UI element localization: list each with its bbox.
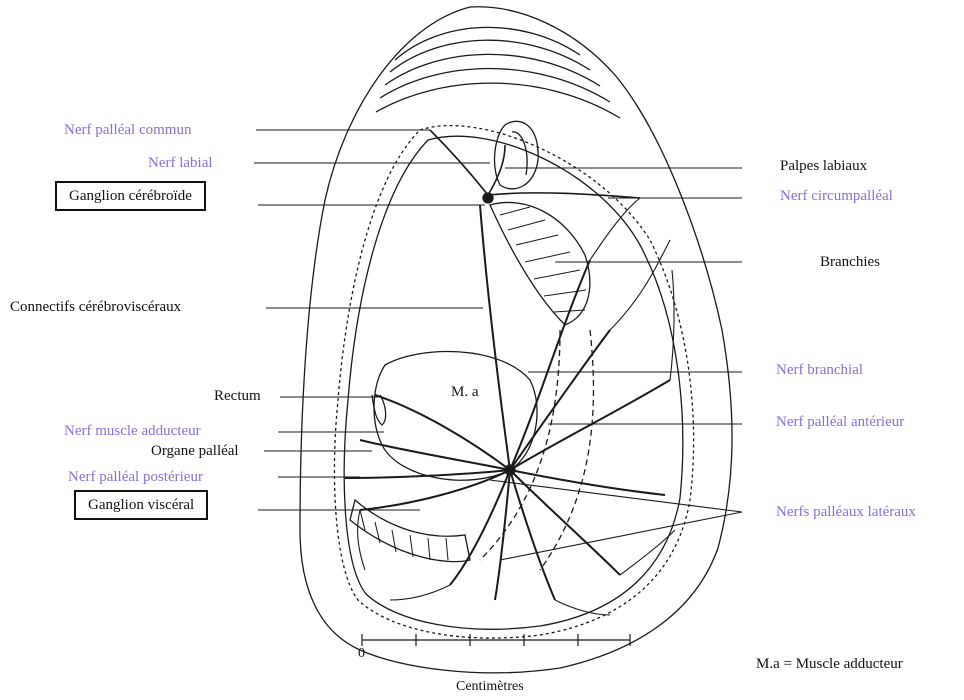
shell-ridges [395,27,580,60]
label-connectifs-cerebroviscéraux: Connectifs cérébroviscéraux [10,298,181,316]
label-ganglion-cerebroide: Ganglion cérébroïde [55,181,206,211]
cerebral-ganglion [483,193,493,203]
label-palpes-labiaux: Palpes labiaux [780,157,867,175]
label-ganglion-visceral: Ganglion viscéral [74,490,208,520]
label-nerf-branchial: Nerf branchial [776,361,863,379]
adductor-muscle [374,351,537,480]
visceral-ganglion [505,465,515,475]
scale-bar [362,634,630,646]
label-nerf-labial: Nerf labial [148,154,213,172]
label-nerf-palleal-anterieur: Nerf palléal antérieur [776,413,904,431]
label-nerf-palleal-commun: Nerf palléal commun [64,121,191,139]
label-nerf-circumpalleal: Nerf circumpalléal [780,187,893,205]
shell-outline [300,7,732,673]
label-branchies: Branchies [820,253,880,271]
label-nerfs-palleaux-lateraux: Nerfs palléaux latéraux [776,503,916,521]
scale-unit-label: Centimètres [456,678,524,696]
legend-abbreviation: M.a = Muscle adducteur [756,655,903,673]
labial-palps [495,121,539,189]
label-nerf-palleal-posterieur: Nerf palléal postérieur [68,468,203,486]
label-muscle-adducteur-abbrev: M. a [451,383,479,401]
label-nerf-muscle-adducteur: Nerf muscle adducteur [64,422,201,440]
label-rectum: Rectum [214,387,261,405]
gills [490,202,590,325]
label-organe-palleal: Organe palléal [151,442,239,460]
scale-zero: 0 [358,645,365,663]
